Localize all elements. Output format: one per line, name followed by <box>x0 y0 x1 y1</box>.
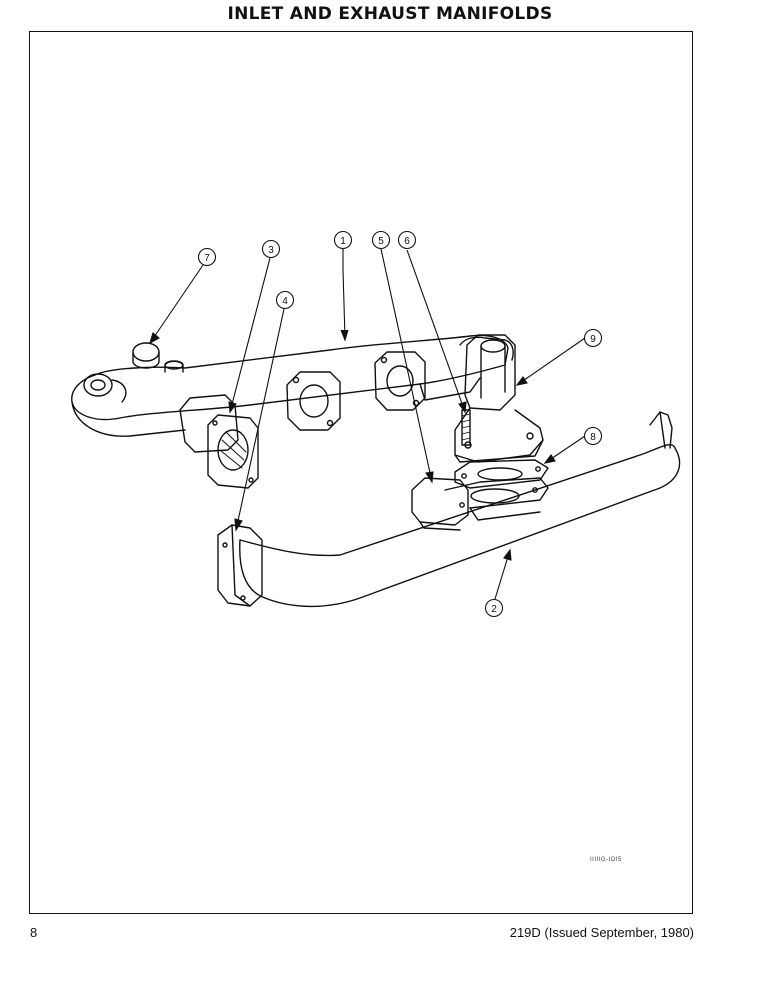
callout-label-5: 5 <box>378 236 384 247</box>
callout-3 <box>261 239 281 259</box>
callout-8 <box>583 426 603 446</box>
inlet-manifold <box>217 411 681 608</box>
callout-5 <box>371 230 391 250</box>
callout-7 <box>197 247 217 267</box>
callout-label-2: 2 <box>491 604 497 615</box>
art-code: IIIIIG-IOI5 <box>590 857 622 863</box>
callout-9 <box>583 328 603 348</box>
callout-label-9: 9 <box>590 334 596 345</box>
callout-label-8: 8 <box>590 432 596 443</box>
callout-1 <box>333 230 353 250</box>
elbow-9 <box>454 334 544 463</box>
callout-4 <box>275 290 295 310</box>
page-number: 8 <box>30 925 38 940</box>
exhaust-manifold <box>71 334 514 453</box>
callout-6 <box>397 230 417 250</box>
callout-label-1: 1 <box>340 236 346 247</box>
callout-label-4: 4 <box>282 296 288 307</box>
document-reference: 219D (Issued September, 1980) <box>509 925 694 940</box>
illustration-frame <box>29 31 693 914</box>
stud-6 <box>461 409 471 446</box>
gasket-8 <box>454 459 549 489</box>
gasket-3 <box>207 414 259 489</box>
callout-label-3: 3 <box>268 245 274 256</box>
callout-label-7: 7 <box>204 253 210 264</box>
plug-7 <box>132 342 160 369</box>
callout-label-6: 6 <box>404 236 410 247</box>
callout-2 <box>484 598 504 618</box>
page-title: INLET AND EXHAUST MANIFOLDS <box>227 4 553 24</box>
callout-leaders <box>149 248 586 600</box>
